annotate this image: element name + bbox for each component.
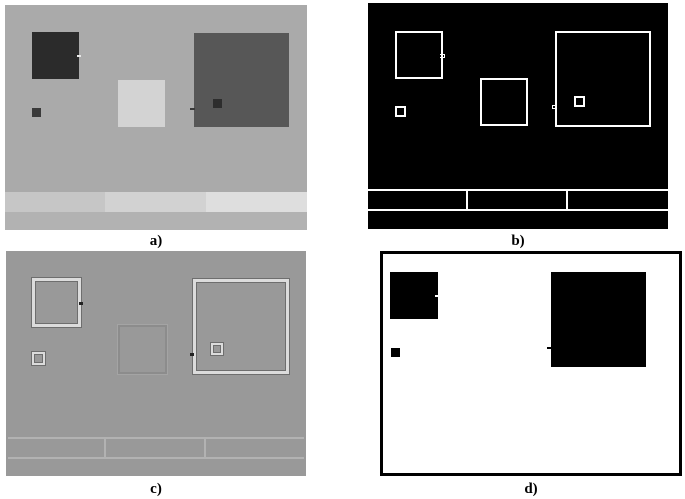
tick-right xyxy=(190,353,194,356)
small-dark-square-left xyxy=(32,108,41,117)
edge-tick-right xyxy=(190,108,195,110)
panel-b-edge-map xyxy=(368,3,668,229)
edge-outline-right-square xyxy=(555,31,651,127)
embossed-small-square-left xyxy=(32,352,45,365)
caption-d: d) xyxy=(524,481,538,497)
embossed-small-square-inside-right xyxy=(211,343,223,355)
edge-tick-top-left xyxy=(77,55,81,57)
panel-d-segmentation-result xyxy=(380,251,682,476)
edge-line-upper xyxy=(368,189,668,191)
tick-right xyxy=(547,347,552,349)
edge-outline-small-square-inside-right xyxy=(574,96,585,107)
tick-top-left xyxy=(79,302,83,305)
panel-a-original-image xyxy=(5,5,307,230)
edge-divider-2 xyxy=(566,189,568,211)
panel-c-filtered-image xyxy=(6,251,306,476)
small-dark-square-inside-right xyxy=(213,99,222,108)
edge-tick-top-left xyxy=(440,54,445,58)
segmented-small-square-left xyxy=(391,348,400,357)
caption-b: b) xyxy=(511,233,525,249)
edge-outline-small-square-left xyxy=(395,106,406,117)
faint-divider-1 xyxy=(104,438,106,458)
edge-outline-top-left-square xyxy=(395,31,443,79)
edge-divider-1 xyxy=(466,189,468,211)
dark-square-top-left xyxy=(32,32,79,79)
bottom-band xyxy=(5,212,307,230)
faint-divider-2 xyxy=(204,438,206,458)
embossed-square-right xyxy=(193,279,289,374)
segmented-square-right xyxy=(551,272,646,367)
faint-line-upper xyxy=(8,437,304,439)
edge-outline-center-square xyxy=(480,78,528,126)
faint-square-center xyxy=(118,325,167,374)
edge-tick-right xyxy=(552,105,557,109)
tick-top-left xyxy=(435,295,439,297)
embossed-square-top-left xyxy=(32,278,81,327)
light-square-center xyxy=(118,80,165,127)
segmented-square-top-left xyxy=(390,272,438,319)
gray-strip-2 xyxy=(105,192,206,212)
gray-strip-3 xyxy=(206,192,307,212)
caption-c: c) xyxy=(150,481,162,497)
edge-line-lower xyxy=(368,209,668,211)
dark-square-right xyxy=(194,33,289,127)
faint-line-lower xyxy=(8,457,304,459)
caption-a: a) xyxy=(149,233,163,249)
gray-strip-1 xyxy=(5,192,105,212)
